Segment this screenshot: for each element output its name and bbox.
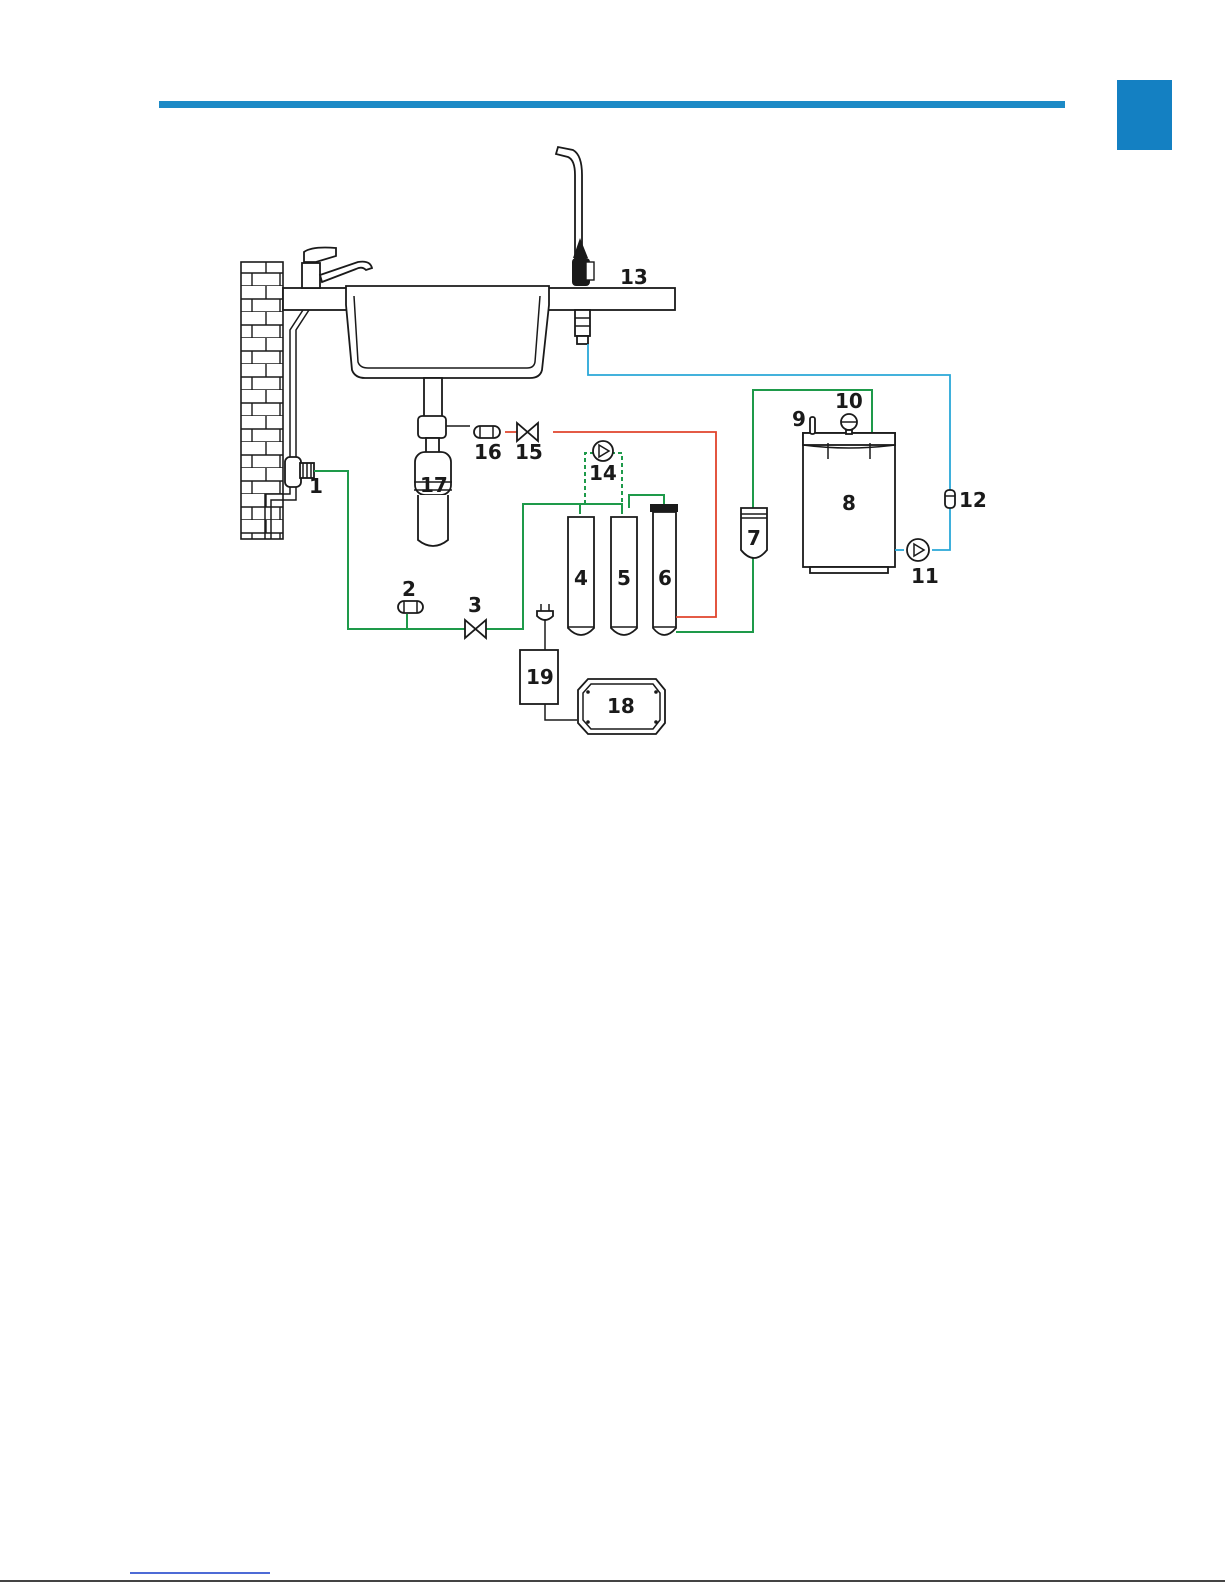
label-1: 1 [309,474,323,498]
footer-rule [0,1580,1225,1582]
label-12: 12 [959,488,987,512]
power-plug [537,604,553,650]
label-4: 4 [574,566,588,590]
float-valve [841,414,857,434]
sink-mixer-tap [302,248,372,289]
label-10: 10 [835,389,863,413]
label-18: 18 [607,694,635,718]
label-11: 11 [911,564,939,588]
label-3: 3 [468,593,482,617]
label-19: 19 [526,665,554,689]
label-16: 16 [474,440,502,464]
label-17: 17 [420,473,448,497]
inline-sensor [945,490,955,508]
label-9: 9 [792,407,806,431]
delivery-pump [907,539,929,561]
label-7: 7 [747,526,761,550]
label-2: 2 [402,577,416,601]
air-vent [810,417,815,434]
label-6: 6 [658,566,672,590]
drain-valve [517,423,538,441]
label-15: 15 [515,440,543,464]
sink-basin [346,286,549,378]
label-8: 8 [842,491,856,515]
label-14: 14 [589,461,617,485]
flow-restrictor [474,426,500,438]
filter-faucet [556,147,594,344]
drain-pipe [414,378,470,546]
footer-link-underline [130,1572,270,1574]
label-5: 5 [617,566,631,590]
inlet-valve [465,620,486,638]
pressure-sensor [398,601,423,613]
brick-wall [241,262,283,539]
label-13: 13 [620,265,648,289]
